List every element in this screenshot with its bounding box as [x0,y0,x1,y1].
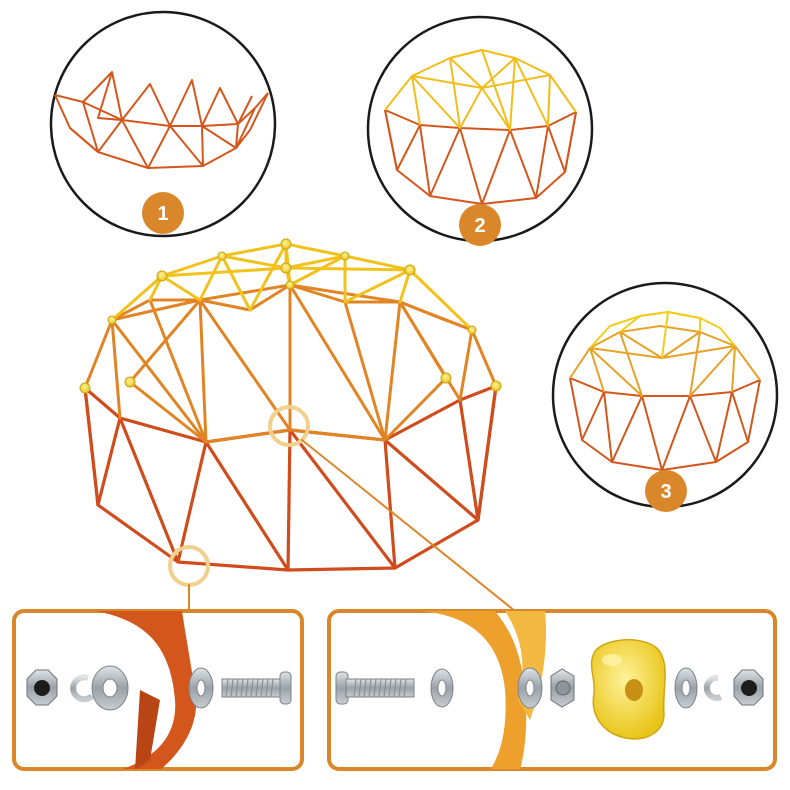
base-tube [96,611,197,769]
lock-washer-left-icon [70,674,95,703]
hub-joint-leader [301,439,516,612]
plastic-cap-icon [590,639,666,740]
hub-tube [420,611,527,769]
step-2-frame-illustration [384,49,577,205]
flat-washer-right-2-icon [517,667,543,709]
flat-washer-right-1-icon [430,668,454,708]
step-3-frame-illustration [569,311,761,471]
step-2-number: 2 [474,215,485,237]
flat-washer-right-3-icon [674,667,698,709]
bolt-left-icon [221,671,292,705]
hub-hardware-panel [327,609,777,771]
step-3-badge [645,470,687,512]
hex-nut-icon [550,668,575,708]
flat-washer-left-icon [91,665,129,711]
lock-washer-right-icon [703,674,723,701]
hub-joint-callout [268,405,310,447]
step-1-number: 1 [157,203,168,225]
base-hardware-panel [12,609,304,771]
step-1-circle [49,10,277,238]
bolt-right-icon [335,671,415,705]
step-1-badge [142,192,184,234]
dome-climber-illustration [79,238,516,612]
step-3-panel: 3 [551,281,779,512]
step-3-number: 3 [660,481,671,503]
flat-washer-left-2-icon [188,667,214,709]
cap-nut-right-icon [733,669,764,706]
cap-nut-left-icon [26,669,58,706]
step-1-panel: 1 [49,10,277,238]
step-2-badge [459,204,501,246]
base-joint-callout [168,545,210,587]
step-1-frame-illustration [54,71,269,169]
step-2-panel: 2 [366,15,594,246]
